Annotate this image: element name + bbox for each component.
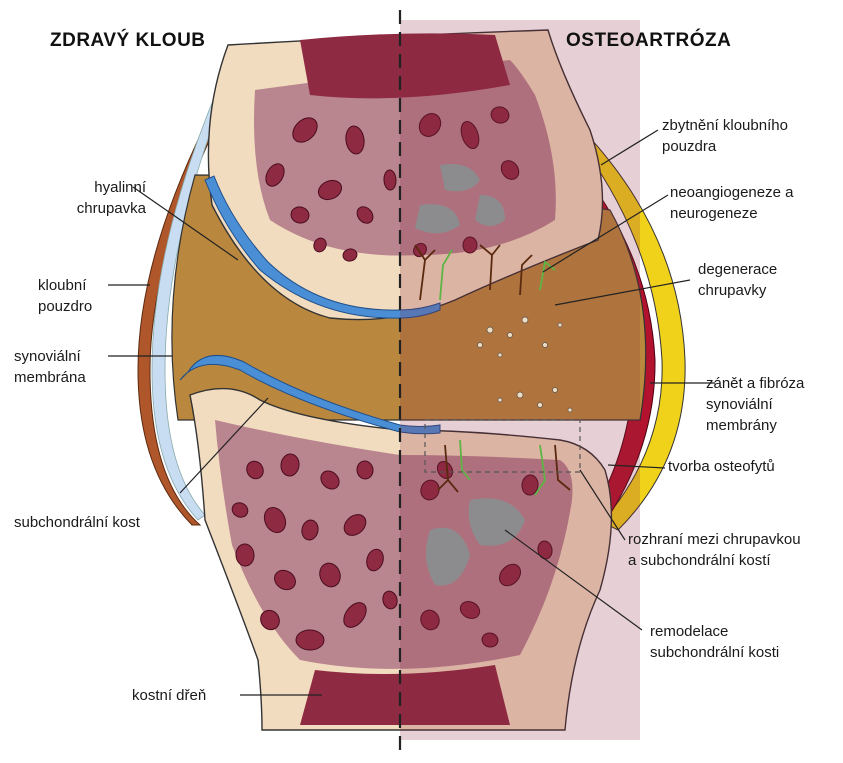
label-joint-capsule: kloubní pouzdro — [38, 275, 92, 317]
label-subchondral-bone: subchondrální kost — [14, 512, 140, 533]
label-synovial-membrane-line1: synoviální — [14, 348, 81, 365]
label-subchondral-remodeling-line2: subchondrální kosti — [650, 644, 779, 661]
label-neoangiogenesis-line1: neoangiogeneze a — [670, 184, 793, 201]
label-joint-capsule-line2: pouzdro — [38, 298, 92, 315]
label-hyaline-cartilage: hyalinní chrupavka — [20, 177, 146, 219]
label-capsule-thickening-line1: zbytnění kloubního — [662, 117, 788, 134]
label-cartilage-bone-interface-line2: a subchondrální kostí — [628, 552, 771, 569]
label-bone-marrow: kostní dřeň — [132, 685, 206, 706]
header-healthy-joint: ZDRAVÝ KLOUB — [50, 30, 206, 52]
label-cartilage-bone-interface: rozhraní mezi chrupavkou a subchondrální… — [628, 529, 801, 571]
label-hyaline-cartilage-line1: hyalinní — [94, 179, 146, 196]
label-cartilage-bone-interface-line1: rozhraní mezi chrupavkou — [628, 531, 801, 548]
marrow-space — [296, 630, 324, 650]
label-neoangiogenesis: neoangiogeneze a neurogeneze — [670, 182, 793, 224]
label-capsule-thickening: zbytnění kloubního pouzdra — [662, 115, 788, 157]
label-joint-capsule-line1: kloubní — [38, 277, 86, 294]
oa-side-overlay — [400, 20, 640, 740]
label-subchondral-remodeling-line1: remodelace — [650, 623, 728, 640]
label-osteophyte-formation: tvorba osteofytů — [668, 456, 775, 477]
label-inflammation-fibrosis: zánět a fibróza synoviální membrány — [706, 373, 804, 436]
label-cartilage-degeneration-line2: chrupavky — [698, 282, 766, 299]
label-synovial-membrane-line2: membrána — [14, 369, 86, 386]
header-osteoarthritis: OSTEOARTRÓZA — [566, 30, 731, 52]
label-neoangiogenesis-line2: neurogeneze — [670, 205, 758, 222]
label-cartilage-degeneration: degenerace chrupavky — [698, 259, 777, 301]
label-hyaline-cartilage-line2: chrupavka — [77, 200, 146, 217]
label-capsule-thickening-line2: pouzdra — [662, 138, 716, 155]
label-inflammation-fibrosis-line3: membrány — [706, 417, 777, 434]
label-subchondral-remodeling: remodelace subchondrální kosti — [650, 621, 779, 663]
label-inflammation-fibrosis-line1: zánět a fibróza — [706, 375, 804, 392]
label-cartilage-degeneration-line1: degenerace — [698, 261, 777, 278]
label-synovial-membrane: synoviální membrána — [14, 346, 86, 388]
label-inflammation-fibrosis-line2: synoviální — [706, 396, 773, 413]
